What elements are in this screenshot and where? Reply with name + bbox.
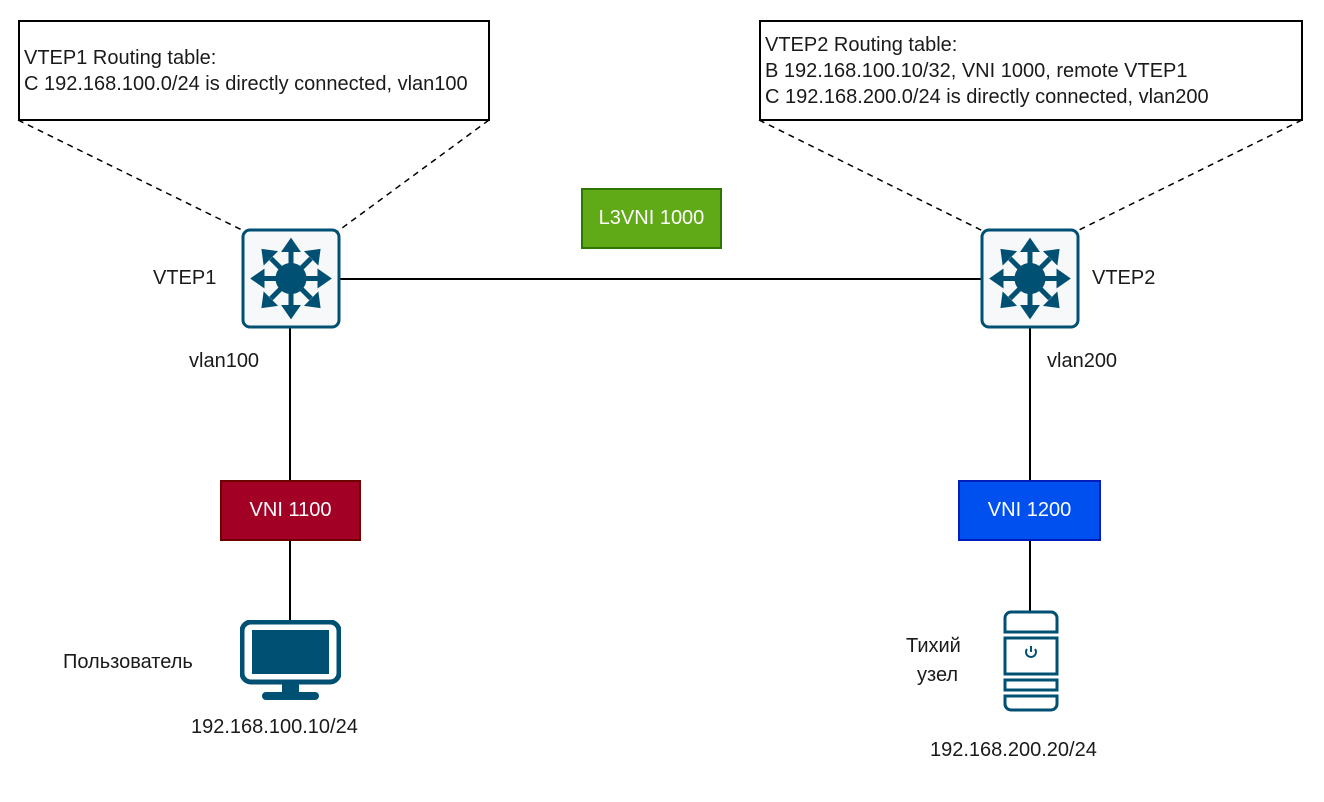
vtep1-vlan-label: vlan100 [189, 350, 260, 372]
route-entry: C 192.168.100.0/24 is directly connected… [24, 72, 468, 95]
vtep1-label: VTEP1 [153, 267, 217, 289]
vni1200-box[interactable]: VNI 1200 [958, 480, 1101, 541]
server-tower-icon[interactable] [1003, 610, 1059, 712]
vtep2-routing-table: VTEP2 Routing table: B 192.168.100.10/32… [759, 20, 1303, 121]
l3vni-box[interactable]: L3VNI 1000 [581, 188, 722, 249]
route-entry: B 192.168.100.10/32, VNI 1000, remote VT… [765, 59, 1188, 82]
vtep2-label: VTEP2 [1092, 267, 1156, 289]
user-label: Пользователь [63, 651, 193, 673]
pc-monitor-icon[interactable] [240, 620, 341, 701]
callout-line [17, 119, 245, 232]
route-entry: C 192.168.200.0/24 is directly connected… [765, 85, 1209, 108]
vtep2-vlan-label: vlan200 [1047, 350, 1118, 372]
vtep1-routing-table: VTEP1 Routing table: C 192.168.100.0/24 … [18, 20, 490, 121]
vni1200-label: VNI 1200 [987, 499, 1072, 521]
routing-table-title: VTEP1 Routing table: [24, 46, 217, 69]
silent-host-label-line2: узел [917, 664, 959, 686]
user-ip-label: 192.168.100.10/24 [191, 716, 358, 738]
callout-line [337, 119, 490, 232]
l3vni-label: L3VNI 1000 [598, 207, 705, 229]
vtep1-switch-icon[interactable] [241, 228, 341, 329]
vni1100-box[interactable]: VNI 1100 [220, 480, 361, 541]
routing-table-title: VTEP2 Routing table: [765, 33, 958, 56]
vni1100-label: VNI 1100 [249, 499, 332, 521]
vtep2-switch-icon[interactable] [980, 228, 1080, 329]
callout-line [1076, 119, 1303, 232]
silent-host-ip-label: 192.168.200.20/24 [930, 739, 1097, 761]
silent-host-label-line1: Тихий [906, 635, 961, 657]
callout-line [758, 119, 984, 232]
